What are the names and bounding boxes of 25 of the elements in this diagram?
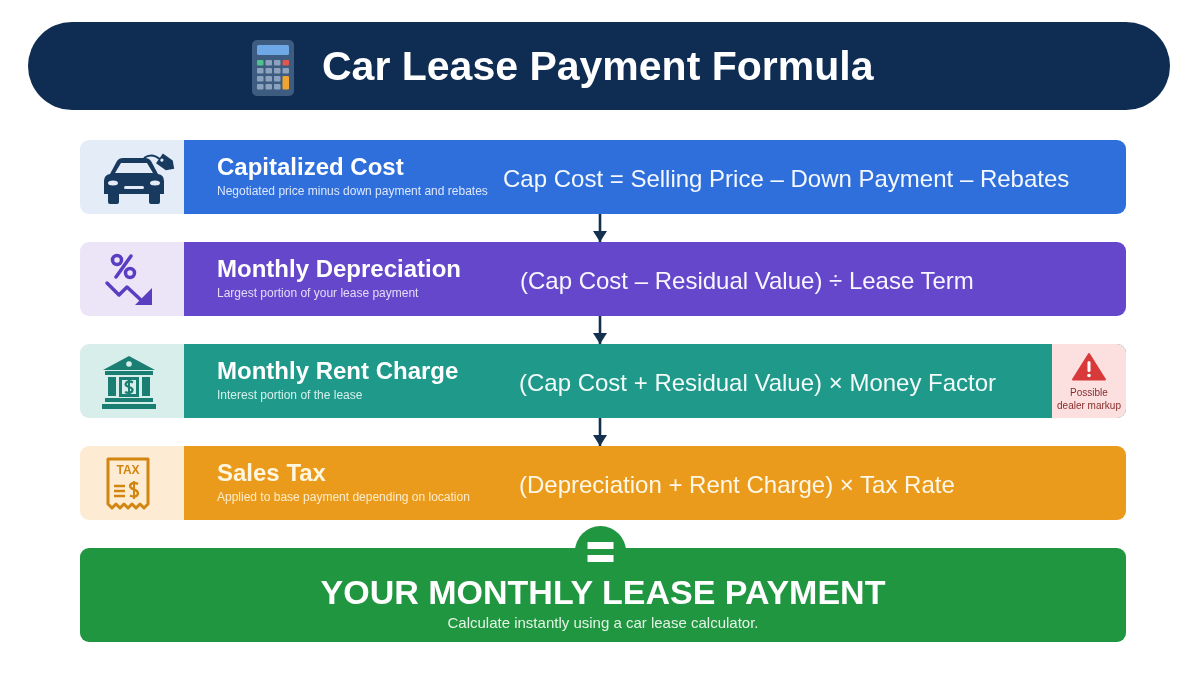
card-title: Sales Tax xyxy=(217,459,326,487)
card-title: Monthly Rent Charge xyxy=(217,357,459,385)
card-description: Applied to base payment depending on location xyxy=(217,490,470,504)
formula-card xyxy=(80,446,1126,520)
formula-card xyxy=(80,242,1126,316)
card-description: Negotiated price minus down payment and rebates xyxy=(217,184,488,198)
formula-text: (Depreciation + Rent Charge) × Tax Rate xyxy=(519,471,955,499)
result-title: YOUR MONTHLY LEASE PAYMENT xyxy=(320,572,886,612)
card-title: Monthly Depreciation xyxy=(217,255,462,283)
formula-text: (Cap Cost + Residual Value) × Money Factor xyxy=(519,369,997,397)
arrow xyxy=(593,214,607,242)
formula-text: Cap Cost = Selling Price – Down Payment – Rebates xyxy=(503,165,1070,193)
formula-card xyxy=(80,344,1126,418)
receipt-text: TAX xyxy=(116,463,140,477)
note-text: Possible dealer markup xyxy=(1056,386,1122,412)
warning-note xyxy=(1052,344,1126,418)
arrow xyxy=(593,418,607,446)
formula-card xyxy=(80,140,1126,214)
card-title: Capitalized Cost xyxy=(217,153,404,181)
formula-text: (Cap Cost – Residual Value) ÷ Lease Term xyxy=(520,267,974,295)
title-text: Car Lease Payment Formula xyxy=(322,42,874,91)
arrow xyxy=(593,316,607,344)
card-description: Largest portion of your lease payment xyxy=(217,286,419,300)
result-description: Calculate instantly using a car lease calculator. xyxy=(447,614,759,632)
card-description: Interest portion of the lease xyxy=(217,388,363,402)
